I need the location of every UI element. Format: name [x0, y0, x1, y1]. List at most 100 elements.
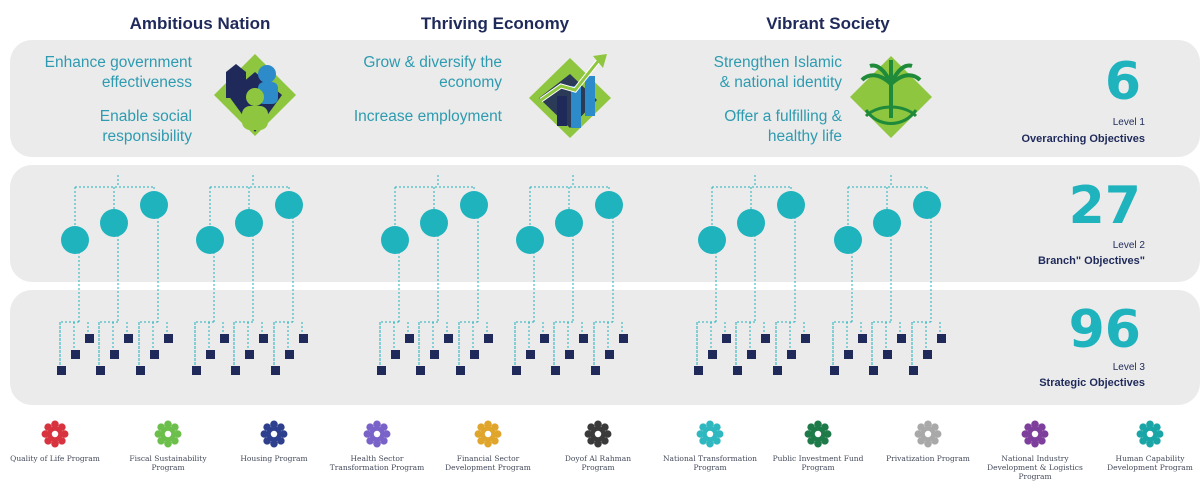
- level3-number: 96: [1068, 300, 1141, 360]
- branch-objective-node: [140, 191, 168, 219]
- strategic-objective-node: [708, 350, 717, 359]
- program-label: National Industry Development & Logistic…: [987, 454, 1083, 481]
- growth-chart-icon: [529, 54, 611, 138]
- strategic-objective-node: [377, 366, 386, 375]
- objective-healthy-life: Offer a fulfilling & healthy life: [724, 108, 842, 145]
- strategic-objective-node: [484, 334, 493, 343]
- strategic-objective-node: [605, 350, 614, 359]
- program-item: Financial Sector Development Program: [438, 420, 538, 472]
- program-label: Privatization Program: [886, 454, 970, 463]
- strategic-objective-node: [909, 366, 918, 375]
- program-item: Public Investment Fund Program: [768, 420, 868, 472]
- objective-grow-economy: Grow & diversify the economy: [363, 54, 502, 91]
- strategic-objective-node: [565, 350, 574, 359]
- program-label: Public Investment Fund Program: [772, 454, 864, 472]
- strategic-objective-node: [761, 334, 770, 343]
- level2-label: Level 2: [1112, 240, 1145, 251]
- objective-increase-employment: Increase employment: [353, 108, 502, 125]
- strategic-objective-node: [150, 350, 159, 359]
- strategic-objective-node: [869, 366, 878, 375]
- strategic-objective-node: [245, 350, 254, 359]
- branch-objective-node: [595, 191, 623, 219]
- program-emblem-icon: [696, 420, 724, 448]
- pillar-title-ambitious-nation: Ambitious Nation: [129, 14, 271, 33]
- program-label: Doyof Al Rahman Program: [564, 454, 632, 472]
- pillar-title-thriving-economy: Thriving Economy: [420, 14, 570, 33]
- branch-objective-node: [777, 191, 805, 219]
- level2-band: [10, 165, 1200, 282]
- strategic-objective-node: [526, 350, 535, 359]
- strategic-objective-node: [220, 334, 229, 343]
- strategic-objective-node: [96, 366, 105, 375]
- program-item: Fiscal Sustainability Program: [118, 420, 218, 472]
- strategic-objective-node: [259, 334, 268, 343]
- program-emblem-icon: [154, 420, 182, 448]
- program-item: National Industry Development & Logistic…: [985, 420, 1085, 481]
- level3-label: Level 3: [1112, 362, 1145, 373]
- strategic-objective-node: [391, 350, 400, 359]
- strategic-objective-node: [444, 334, 453, 343]
- program-label: Financial Sector Development Program: [445, 454, 531, 472]
- strategic-objective-node: [591, 366, 600, 375]
- strategic-objective-node: [787, 350, 796, 359]
- branch-objective-node: [873, 209, 901, 237]
- strategic-objective-node: [773, 366, 782, 375]
- strategic-objective-node: [110, 350, 119, 359]
- program-emblem-icon: [914, 420, 942, 448]
- level2-name: Branch" Objectives": [1037, 255, 1145, 267]
- strategic-objective-node: [694, 366, 703, 375]
- program-item: Privatization Program: [878, 420, 978, 463]
- strategic-objective-node: [747, 350, 756, 359]
- program-emblem-icon: [1021, 420, 1049, 448]
- strategic-objective-node: [512, 366, 521, 375]
- strategic-objective-node: [57, 366, 66, 375]
- strategic-objective-node: [733, 366, 742, 375]
- branch-objective-node: [698, 226, 726, 254]
- program-label: Fiscal Sustainability Program: [129, 454, 207, 472]
- strategic-objective-node: [271, 366, 280, 375]
- strategic-objective-node: [136, 366, 145, 375]
- program-item: Health Sector Transformation Program: [327, 420, 427, 472]
- program-item: Doyof Al Rahman Program: [548, 420, 648, 472]
- strategic-objective-node: [124, 334, 133, 343]
- pillar-title-vibrant-society: Vibrant Society: [766, 14, 890, 33]
- strategic-objective-node: [540, 334, 549, 343]
- program-label: Quality of Life Program: [10, 454, 100, 463]
- strategic-objective-node: [285, 350, 294, 359]
- level2-number: 27: [1068, 176, 1141, 236]
- program-emblem-icon: [41, 420, 69, 448]
- objective-islamic-identity: Strengthen Islamic & national identity: [713, 54, 842, 91]
- branch-objective-node: [913, 191, 941, 219]
- program-emblem-icon: [260, 420, 288, 448]
- strategic-objective-node: [85, 334, 94, 343]
- strategic-objective-node: [192, 366, 201, 375]
- branch-objective-node: [460, 191, 488, 219]
- strategic-objective-node: [858, 334, 867, 343]
- program-label: National Transformation Program: [662, 454, 757, 472]
- branch-objective-node: [737, 209, 765, 237]
- level1-name: Overarching Objectives: [1021, 133, 1146, 145]
- strategic-objective-node: [405, 334, 414, 343]
- strategic-objective-node: [801, 334, 810, 343]
- objective-social-responsibility: Enable social responsibility: [99, 108, 192, 145]
- branch-objective-node: [196, 226, 224, 254]
- level1-number: 6: [1104, 52, 1141, 112]
- level1-label: Level 1: [1112, 117, 1145, 128]
- program-item: Quality of Life Program: [5, 420, 105, 463]
- branch-objective-node: [381, 226, 409, 254]
- program-label: Human Capability Development Program: [1107, 454, 1193, 472]
- strategic-objective-node: [71, 350, 80, 359]
- palm-swords-icon: [850, 56, 932, 138]
- program-emblem-icon: [584, 420, 612, 448]
- strategic-objective-node: [299, 334, 308, 343]
- program-item: National Transformation Program: [660, 420, 760, 472]
- branch-objective-node: [420, 209, 448, 237]
- program-item: Housing Program: [224, 420, 324, 463]
- strategic-objective-node: [937, 334, 946, 343]
- strategic-objective-node: [164, 334, 173, 343]
- branch-objective-node: [235, 209, 263, 237]
- people-icon: [214, 54, 296, 136]
- program-label: Housing Program: [240, 454, 308, 463]
- program-emblem-icon: [804, 420, 832, 448]
